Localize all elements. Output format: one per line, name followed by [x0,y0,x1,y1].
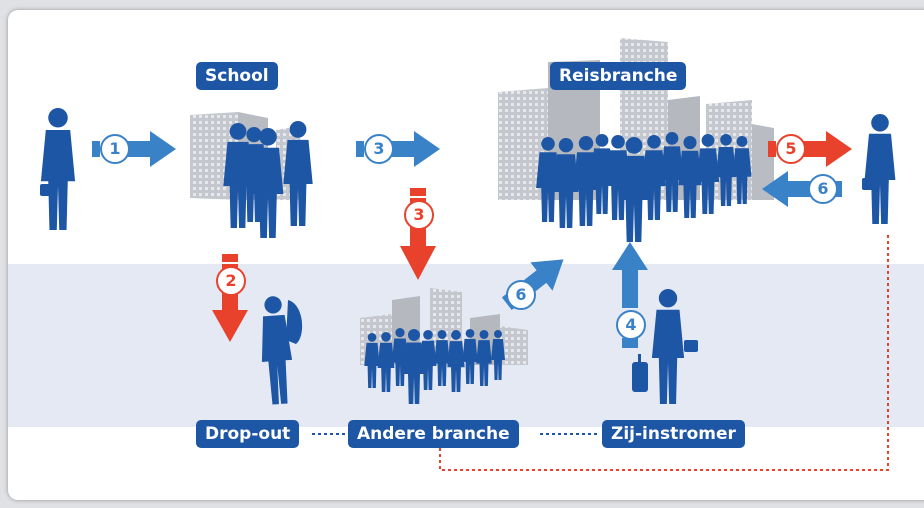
leaving-person [864,114,896,224]
arrow-6-diagonal [501,259,564,311]
label-school: School [196,62,278,90]
start-person-bag [40,184,54,196]
return-path-red [439,232,889,471]
arrow-4 [612,242,648,348]
label-andere-branche: Andere branche [348,420,519,448]
leaving-person-bag [862,178,876,190]
step-badge-6-right: 6 [808,174,838,204]
andere-branche-buildings [360,288,528,365]
rolling-suitcase [632,362,648,392]
step-badge-3-top: 3 [364,134,394,164]
zij-instromer-bag [684,340,698,352]
step-badge-3-down: 3 [404,200,434,230]
suitcase-handle [638,354,641,364]
start-person [40,108,76,230]
step-badge-6-diagonal: 6 [506,280,536,310]
label-zij-instromer: Zij-instromer [602,420,745,448]
silhouettes [40,108,896,406]
label-drop-out: Drop-out [196,420,300,448]
step-badge-2: 2 [216,266,246,296]
step-badge-1: 1 [100,134,130,164]
step-badge-4: 4 [616,310,646,340]
zij-instromer-person [651,289,685,404]
step-badge-5: 5 [776,134,806,164]
dropout-backpack [286,300,303,344]
label-reisbranche: Reisbranche [550,62,687,90]
